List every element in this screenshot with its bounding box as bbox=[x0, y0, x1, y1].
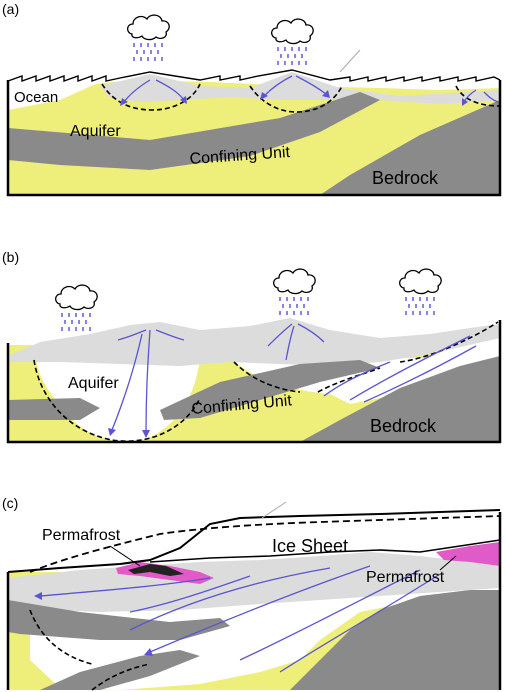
confining-unit bbox=[40, 650, 200, 690]
flow-arrow bbox=[285, 325, 295, 361]
panel-b: (b) A bbox=[2, 249, 502, 444]
bedrock bbox=[300, 356, 500, 442]
bedrock bbox=[320, 100, 500, 195]
flow-arrow bbox=[149, 565, 371, 653]
flow-arrowhead bbox=[144, 648, 153, 656]
recharge-lens bbox=[455, 85, 501, 107]
aquifer-lens bbox=[36, 358, 200, 442]
flow-arrowhead bbox=[142, 430, 150, 438]
aquifer-lens bbox=[330, 330, 500, 404]
recharge-lens bbox=[399, 321, 499, 363]
bedrock-label: Bedrock bbox=[372, 168, 439, 188]
flow-arrow bbox=[111, 333, 143, 431]
panel-letter: (a) bbox=[2, 1, 19, 17]
flow-arrowhead bbox=[180, 96, 187, 104]
flow-arrow bbox=[39, 577, 211, 597]
flow-arrow bbox=[363, 345, 477, 403]
ice-sheet-base bbox=[149, 539, 501, 563]
flow-arrow bbox=[295, 75, 327, 95]
flow-arrowhead bbox=[120, 98, 128, 106]
flow-arrowhead bbox=[260, 92, 268, 100]
recharge-zone bbox=[100, 72, 500, 104]
pointer-line bbox=[261, 501, 287, 519]
flow-arrow bbox=[129, 575, 251, 613]
permafrost-label: Permafrost bbox=[42, 527, 121, 544]
flow-arrow bbox=[129, 567, 331, 631]
flow-arrow bbox=[483, 91, 499, 103]
confining-unit bbox=[8, 398, 100, 420]
confining-unit bbox=[8, 600, 230, 640]
flow-arrow bbox=[279, 573, 441, 673]
rain-cloud-icon bbox=[56, 285, 98, 331]
ice-sheet-outline bbox=[7, 509, 501, 573]
rain-cloud-icon bbox=[272, 19, 314, 65]
flow-arrow bbox=[239, 569, 421, 661]
flow-arrow bbox=[155, 79, 185, 101]
confining-unit bbox=[8, 92, 380, 170]
panel-letter: (b) bbox=[2, 249, 19, 265]
flow-arrowhead bbox=[322, 90, 330, 98]
flow-arrow bbox=[323, 361, 391, 397]
permafrost-label: Permafrost bbox=[366, 569, 445, 586]
panel-frame bbox=[6, 512, 502, 690]
rain-cloud-icon bbox=[274, 269, 316, 315]
flow-arrow bbox=[117, 329, 147, 341]
flow-arrow bbox=[155, 329, 185, 341]
former-ice-extent bbox=[29, 515, 501, 573]
flow-arrow bbox=[123, 79, 151, 103]
panel-a: (a) Ocean A bbox=[2, 1, 502, 197]
flow-arrow bbox=[145, 329, 151, 433]
rain-cloud-icon bbox=[128, 15, 170, 61]
flow-arrowhead bbox=[108, 428, 116, 436]
panel-frame bbox=[6, 80, 502, 197]
recharge-lens bbox=[249, 85, 343, 113]
bedrock-label: Bedrock bbox=[370, 416, 437, 436]
flow-arrow bbox=[267, 323, 293, 347]
ocean-label: Ocean bbox=[14, 89, 58, 106]
panel-frame bbox=[6, 320, 502, 444]
recharge-lens bbox=[29, 609, 93, 665]
ice-margin-deposit bbox=[128, 564, 184, 576]
flow-arrowhead bbox=[34, 592, 42, 600]
sea-surface bbox=[7, 69, 501, 82]
recharge-lens bbox=[91, 663, 151, 691]
permafrost-leader bbox=[439, 555, 457, 571]
ice-sheet-label: Ice Sheet bbox=[272, 536, 348, 556]
rain-cloud-icon bbox=[400, 269, 442, 315]
recharge-zone bbox=[8, 318, 500, 366]
panel-c: (c) P bbox=[2, 495, 502, 691]
flow-arrow bbox=[297, 323, 325, 343]
panel-letter: (c) bbox=[2, 495, 18, 511]
permafrost-leader bbox=[109, 545, 141, 567]
recharge-lens bbox=[33, 359, 201, 442]
confining-unit bbox=[160, 360, 380, 420]
flow-arrow bbox=[349, 335, 471, 401]
recharge-lens bbox=[233, 361, 301, 393]
aquifer-label: Aquifer bbox=[70, 123, 121, 140]
pointer-line bbox=[339, 49, 361, 73]
flow-arrowhead bbox=[462, 98, 468, 106]
bedrock bbox=[290, 590, 500, 690]
ocean-water bbox=[8, 82, 100, 110]
recharge-lens bbox=[101, 83, 201, 111]
aquifer-label: Aquifer bbox=[68, 375, 119, 392]
